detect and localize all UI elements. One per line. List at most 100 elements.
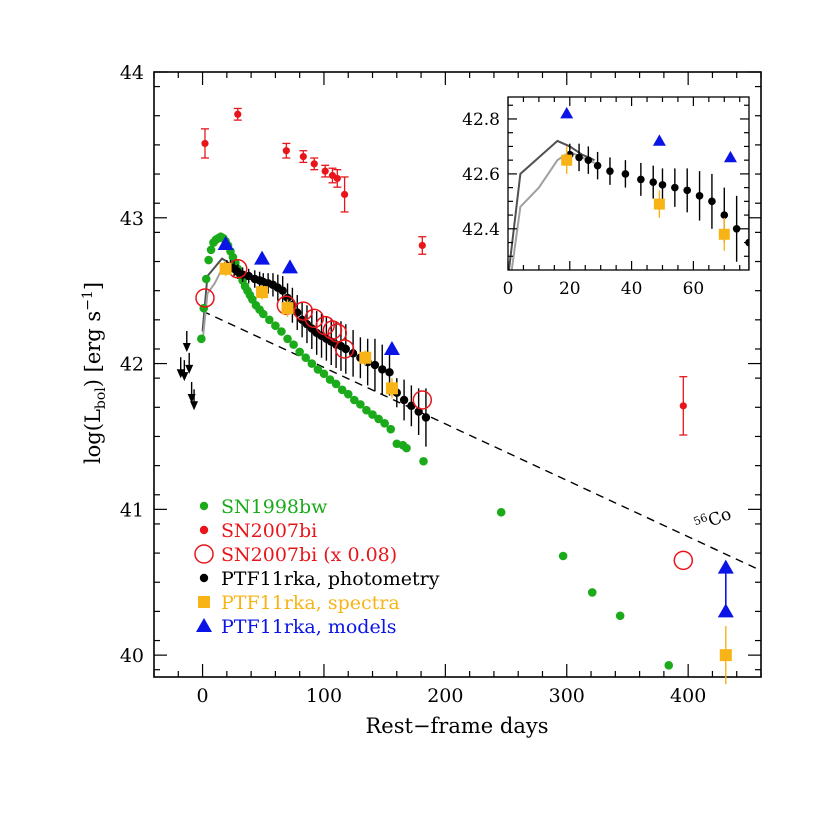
- inset-spectra-point: [653, 198, 665, 210]
- sn1998bw-point: [350, 395, 359, 405]
- models-point: [217, 236, 234, 251]
- sn1998bw-point: [307, 359, 317, 368]
- inset-spectra-point: [718, 228, 730, 240]
- sn1998bw-point: [319, 369, 329, 379]
- legend-label: SN2007bi (x 0.08): [221, 544, 397, 566]
- spectra-point: [385, 382, 398, 395]
- inset-photometry-point: [649, 178, 658, 186]
- y-axis-label: log(Lbol) [erg s−1]: [80, 282, 109, 464]
- legend-marker: [199, 501, 209, 511]
- sn1998bw-point: [419, 456, 428, 466]
- inset-x-tick-label: 60: [683, 279, 705, 299]
- x-tick-label: 0: [197, 685, 209, 707]
- models-point: [383, 340, 400, 355]
- y-tick-label: 41: [120, 499, 144, 521]
- inset-photometry-point: [606, 167, 614, 175]
- sn2007bi-scaled-point: [293, 301, 314, 321]
- sn1998bw-point: [374, 414, 383, 424]
- inset-models-point: [723, 150, 737, 163]
- inset-frame: [507, 96, 750, 271]
- y-tick-label: 42: [120, 354, 144, 376]
- inset-models-point: [652, 134, 666, 146]
- spectra-point: [256, 286, 269, 299]
- photometry-point: [370, 360, 380, 370]
- upper-limit-arrow-head: [180, 372, 189, 382]
- x-tick-label: 100: [306, 685, 342, 707]
- legend-marker: [199, 573, 209, 583]
- x-tick-label: 400: [670, 685, 706, 707]
- inset-photometry-point: [671, 183, 679, 192]
- sn1998bw-point: [558, 551, 568, 561]
- sn1998bw-point: [313, 365, 323, 374]
- co56-annotation: 56Co: [692, 502, 735, 536]
- sn1998bw-point: [289, 340, 298, 349]
- sn1998bw-point: [496, 507, 506, 517]
- photometry-point: [399, 395, 409, 405]
- sn1998bw-point: [380, 419, 389, 428]
- sn1998bw-point: [356, 400, 365, 409]
- photometry-point: [341, 344, 351, 354]
- sn1998bw-point: [265, 315, 274, 325]
- photometry-point: [385, 368, 394, 377]
- sn1998bw-point: [206, 245, 216, 255]
- models-point: [717, 603, 734, 618]
- spectra-point: [281, 302, 294, 315]
- sn1998bw-point: [301, 353, 311, 363]
- photometry-point: [278, 286, 287, 295]
- models-point: [254, 250, 271, 265]
- upper-limit-arrow-head: [185, 364, 194, 374]
- legend-label: PTF11rka, models: [221, 616, 397, 638]
- sn2007bi-point: [340, 190, 349, 199]
- sn2007bi-scaled-point: [195, 288, 215, 308]
- sn1998bw-point: [283, 334, 292, 344]
- sn2007bi-scaled-point: [327, 323, 348, 343]
- inset-photometry-point: [584, 156, 593, 164]
- sn2007bi-point: [201, 139, 209, 148]
- upper-limit-arrow-head: [176, 369, 185, 379]
- y-tick-label: 40: [120, 645, 144, 667]
- legend-marker: [199, 525, 209, 535]
- inset-background: [508, 97, 749, 270]
- inset-photometry-point: [621, 170, 630, 178]
- sn1998bw-point: [295, 347, 304, 357]
- sn1998bw-point: [386, 424, 396, 434]
- legend-marker: [196, 618, 212, 632]
- inset-photometry-point: [732, 225, 741, 233]
- sn2007bi-scaled-point: [322, 320, 343, 340]
- inset-photometry-point: [683, 186, 692, 195]
- sn2007bi-point: [299, 152, 307, 161]
- legend-marker: [194, 544, 214, 564]
- co56-decay-line: [202, 310, 762, 572]
- sn1998bw-point: [402, 443, 411, 453]
- inset-spectra-point: [561, 154, 573, 166]
- sn1998bw-point: [277, 327, 286, 336]
- sn1998bw-point: [204, 255, 213, 265]
- legend-label: SN1998bw: [221, 496, 328, 518]
- sn1998bw-point: [325, 375, 335, 384]
- inset-x-tick-label: 20: [559, 279, 581, 299]
- sn1998bw-point: [343, 389, 353, 399]
- sn2007bi-point: [310, 160, 318, 168]
- x-tick-label: 300: [549, 685, 585, 707]
- y-tick-label: 43: [120, 208, 144, 230]
- sn1998bw-point: [337, 385, 347, 395]
- spectra-point: [359, 351, 372, 364]
- sn1998bw-point: [197, 334, 206, 344]
- sn2007bi-point: [282, 147, 290, 155]
- models-point: [717, 559, 734, 574]
- inset-data-layer: [508, 106, 749, 270]
- inset-y-tick-label: 42.6: [462, 165, 500, 185]
- main-plot-frame: [153, 71, 762, 678]
- x-axis-label: Rest−frame days: [365, 714, 548, 738]
- spectra-point: [719, 649, 732, 662]
- photometry-point: [378, 365, 387, 374]
- inset-photometry-point: [720, 211, 729, 219]
- inset-photometry-point: [575, 153, 583, 162]
- sn1998bw-point: [201, 274, 211, 284]
- sn2007bi-scaled-point: [673, 550, 694, 571]
- sn1998bw-point: [362, 405, 371, 415]
- x-tick-label: 200: [427, 685, 463, 707]
